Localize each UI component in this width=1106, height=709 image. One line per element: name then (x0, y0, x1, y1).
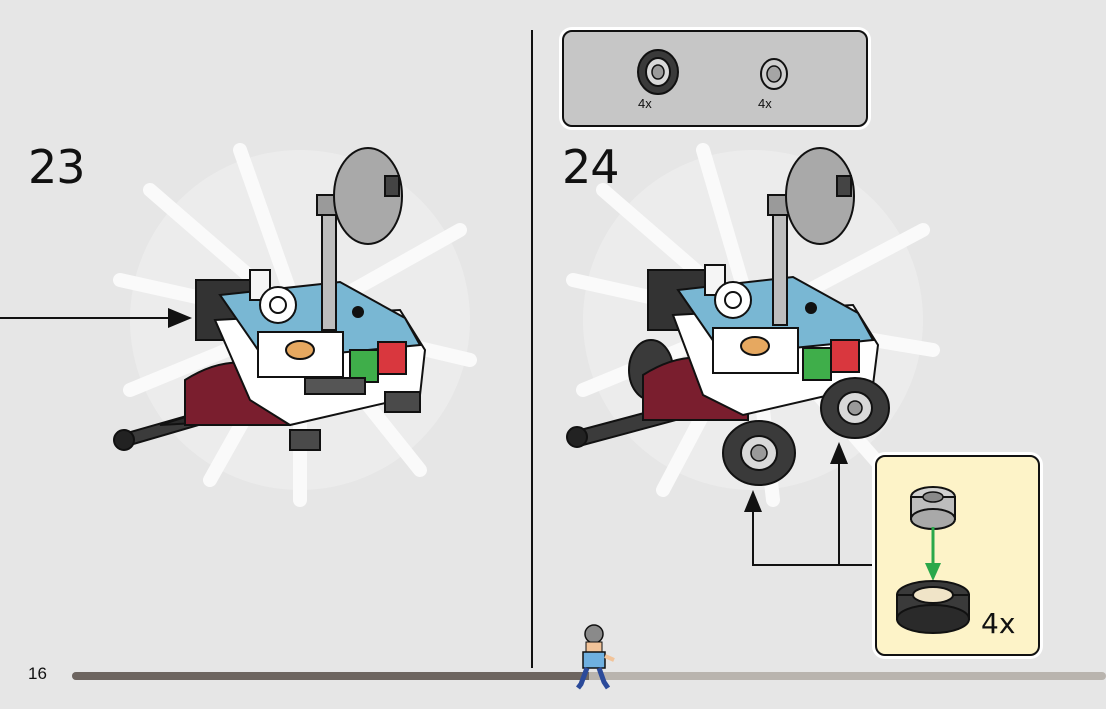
step-23-illustration (0, 143, 477, 507)
progress-bar-fill (72, 672, 589, 680)
step-divider (531, 30, 533, 668)
tire-qty: 4x (638, 96, 652, 111)
page-number: 16 (28, 664, 47, 683)
progress-bar (72, 672, 1106, 680)
callout-qty: 4x (981, 607, 1016, 640)
rim-qty: 4x (758, 96, 772, 111)
tire-icon (896, 580, 970, 634)
step-24-illustration (566, 143, 940, 566)
wheel-assembly-callout: 4x (875, 455, 1040, 656)
minifigure-icon (576, 624, 615, 690)
step-number-24: 24 (562, 140, 620, 194)
tire-icon (637, 49, 679, 95)
parts-list-box: 4x 4x (562, 30, 868, 127)
rim-icon (760, 58, 788, 90)
rover-model-step-24 (566, 147, 890, 486)
rim-icon (910, 486, 956, 530)
step-number-23: 23 (28, 140, 86, 194)
down-arrow-icon (925, 527, 941, 581)
rover-model-step-23 (113, 147, 427, 451)
